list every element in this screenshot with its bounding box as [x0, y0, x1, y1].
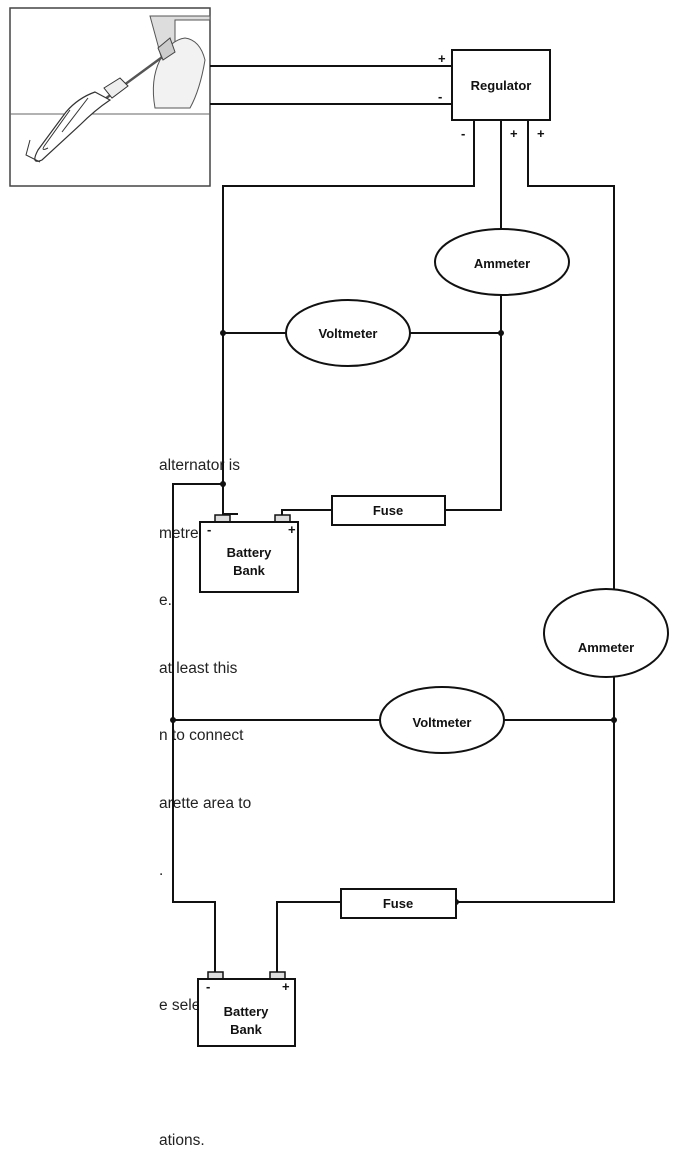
voltmeter-top-label: Voltmeter [319, 326, 378, 341]
battery-top-line2: Bank [233, 563, 266, 578]
alternator-illustration [9, 7, 211, 187]
regulator-plus-out-1: + [510, 126, 518, 141]
regulator-box: Regulator [451, 49, 551, 121]
fuse-bottom: Fuse [340, 888, 457, 919]
text-line-7: . [159, 862, 164, 879]
junction-node [170, 717, 176, 723]
battery-bottom-plus: + [282, 979, 290, 994]
battery-top-line1: Battery [227, 545, 273, 560]
fuse-top-label: Fuse [373, 503, 403, 518]
regulator-plus-out-2: + [537, 126, 545, 141]
regulator-plus-in: + [438, 51, 446, 66]
battery-bank-bottom: - + Battery Bank [197, 971, 296, 1047]
ammeter-bottom-label: Ammeter [578, 640, 634, 655]
battery-top-plus: + [288, 522, 296, 537]
junction-node [220, 481, 226, 487]
text-line-3: e. [159, 592, 172, 609]
ammeter-top: Ammeter [434, 228, 570, 296]
battery-bottom-line1: Battery [224, 1004, 270, 1019]
ammeter-top-label: Ammeter [474, 256, 530, 271]
regulator-label: Regulator [471, 78, 532, 93]
ammeter-bottom: Ammeter [543, 588, 669, 678]
fuse-bottom-label: Fuse [383, 896, 413, 911]
voltmeter-bottom: Voltmeter [379, 686, 505, 754]
battery-top-minus: - [207, 522, 211, 537]
text-line-6: arette area to [159, 794, 252, 812]
voltmeter-bottom-label: Voltmeter [413, 715, 472, 730]
text-line-1: alternator is [159, 457, 240, 474]
text-line-4: at least this [159, 659, 238, 677]
junction-node [611, 717, 617, 723]
fuse-top: Fuse [331, 495, 446, 526]
voltmeter-top: Voltmeter [285, 299, 411, 367]
regulator-minus-in: - [438, 89, 442, 104]
battery-bottom-minus: - [206, 979, 210, 994]
text-line-10 [0, 1063, 251, 1086]
text-line-5: n to connect [159, 727, 244, 744]
text-line-11: ations. [159, 1132, 205, 1149]
wiring-diagram: + - Regulator - + + Ammeter Voltmeter Fu… [9, 7, 669, 1047]
battery-bottom-line2: Bank [230, 1022, 263, 1037]
junction-node [220, 330, 226, 336]
battery-bank-top: - + Battery Bank [199, 514, 299, 593]
regulator-minus-out: - [461, 126, 465, 141]
junction-node [498, 330, 504, 336]
